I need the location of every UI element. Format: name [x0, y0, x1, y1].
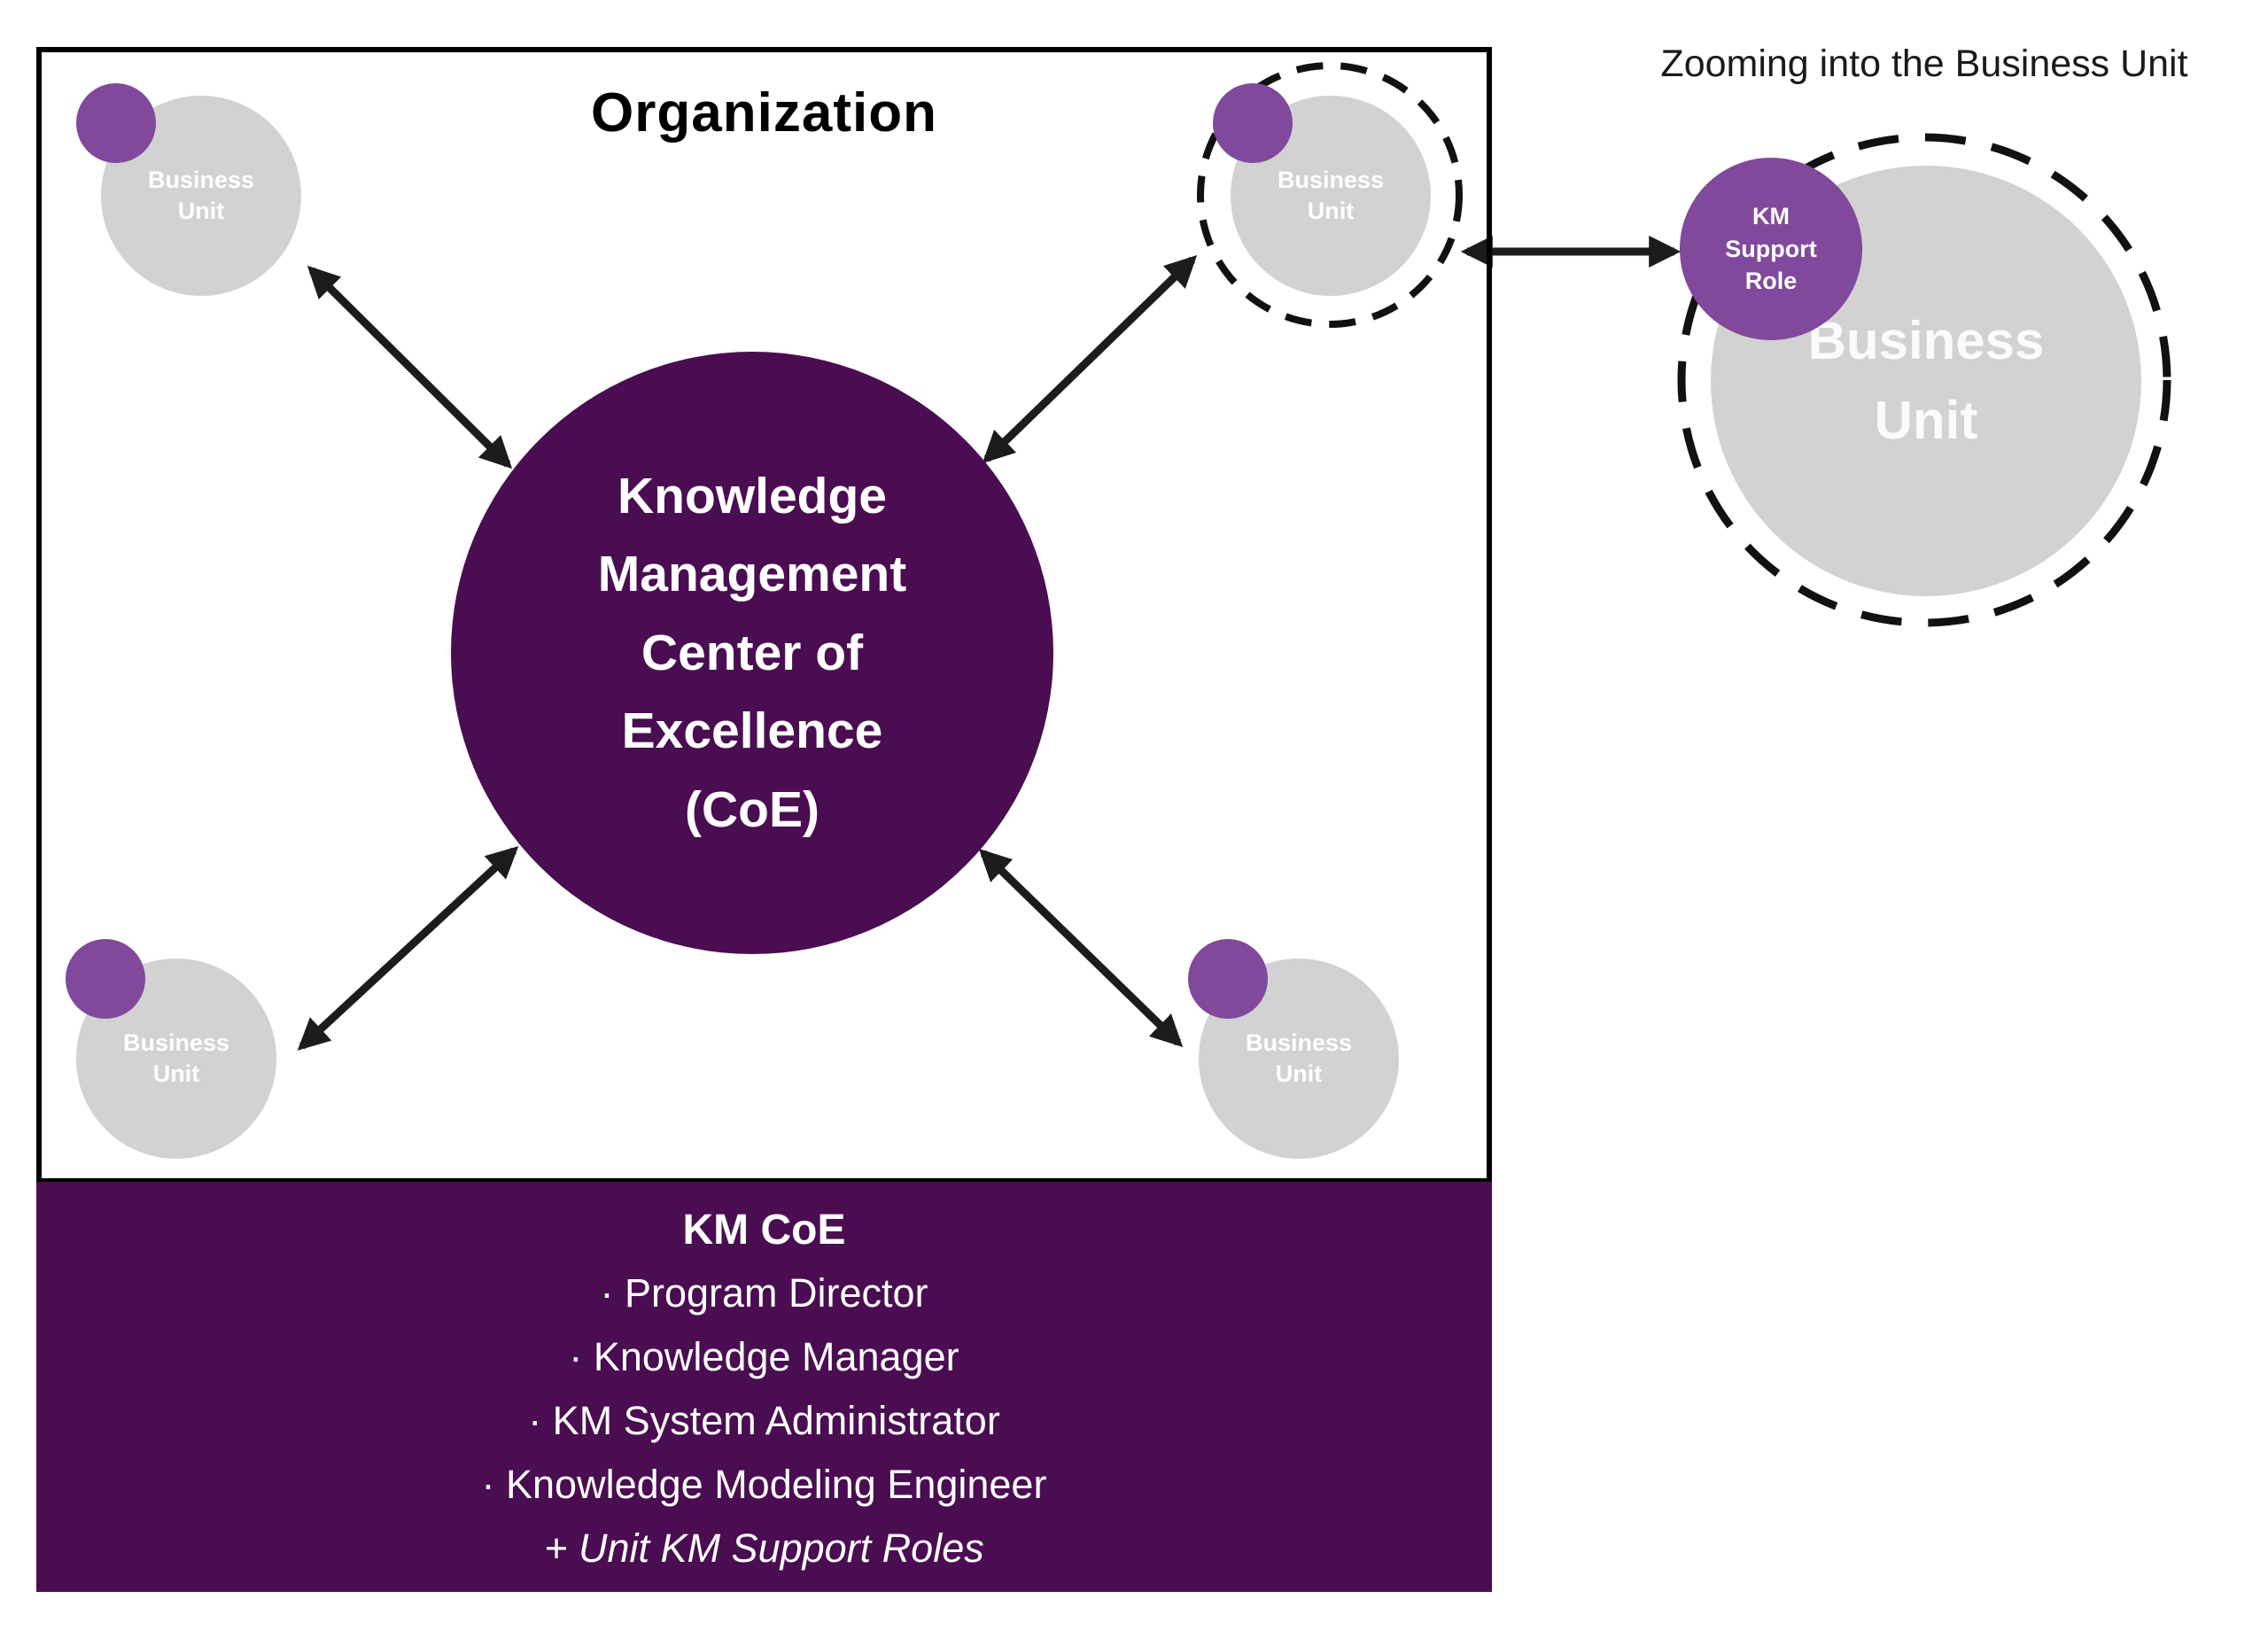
km-support-badge-icon: [66, 939, 145, 1019]
km-coe-panel-title: KM CoE: [682, 1206, 846, 1254]
km-support-badge-icon: [76, 83, 156, 163]
zoomed-business-unit-label: Business Unit: [1807, 311, 2045, 450]
organization-box: [36, 47, 1492, 1184]
km-coe-role-item: · Knowledge Manager: [569, 1334, 959, 1379]
km-coe-role-item: · Knowledge Modeling Engineer: [481, 1462, 1047, 1507]
km-coe-panel-footer: + Unit KM Support Roles: [544, 1525, 984, 1571]
business-unit-label: Business Unit: [1245, 1029, 1353, 1087]
km-support-badge-icon: [1188, 939, 1268, 1019]
km-coe-role-item: · Program Director: [600, 1270, 928, 1316]
km-support-role-circle: KM Support Role: [1680, 158, 1862, 340]
km-support-badge-icon: [1213, 83, 1293, 163]
km-support-role-label: KM Support Role: [1725, 203, 1817, 295]
business-unit-label: Business Unit: [147, 166, 255, 224]
organization-title: Organization: [591, 82, 937, 144]
business-unit-label: Business Unit: [122, 1029, 230, 1087]
km-coe-roles-panel: KM CoE · Program Director · Knowledge Ma…: [36, 1182, 1492, 1592]
km-coe-center-circle: Knowledge Management Center of Excellenc…: [451, 352, 1053, 954]
km-coe-role-item: · KM System Administrator: [528, 1398, 1000, 1443]
zoom-view-title: Zooming into the Business Unit: [1660, 43, 2188, 85]
km-coe-center-label: Knowledge Management Center of Excellenc…: [597, 468, 907, 838]
business-unit-label: Business Unit: [1277, 166, 1385, 224]
